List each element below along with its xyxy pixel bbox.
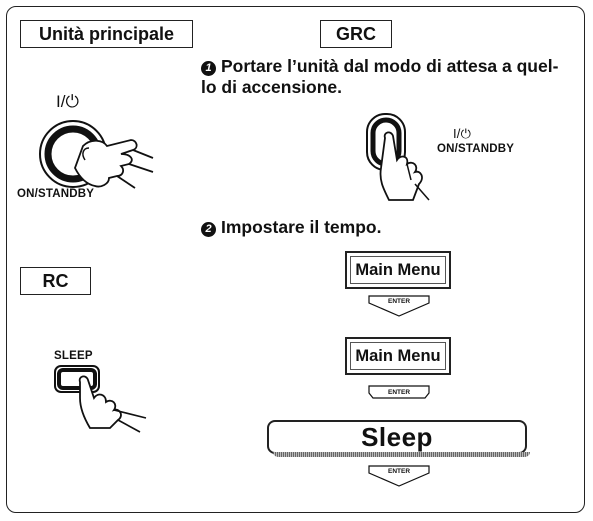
header-main-unit: Unità principale (20, 20, 193, 48)
enter-arrow-icon-2: ENTER (368, 385, 430, 399)
grc-button-hand-icon (366, 113, 430, 201)
step-1-text-line1: Portare l’unità dal modo di attesa a que… (221, 56, 559, 76)
step-1-number: 1 (201, 61, 216, 76)
display-sleep-shadow (273, 452, 530, 457)
step-2: 2 Impostare il tempo. (201, 217, 501, 238)
step-1: 1 Portare l’unità dal modo di attesa a qu… (201, 56, 591, 98)
display-main-menu-2: Main Menu (345, 337, 451, 375)
step-2-number: 2 (201, 222, 216, 237)
instruction-frame (6, 6, 585, 513)
on-standby-label-grc: ON/STANDBY (437, 143, 515, 155)
power-button-hand-icon (39, 120, 154, 189)
header-grc: GRC (320, 20, 392, 48)
enter-label-3: ENTER (388, 468, 410, 475)
display-sleep-text: Sleep (361, 421, 433, 452)
display-main-menu-2-text: Main Menu (350, 342, 446, 370)
header-rc: RC (20, 267, 91, 295)
power-symbol-label: I/⏻ (56, 92, 79, 111)
enter-arrow-icon-3: ENTER (368, 465, 430, 487)
step-2-text: Impostare il tempo. (221, 217, 382, 237)
sleep-button-hand-icon (54, 365, 147, 433)
on-standby-label-main: ON/STANDBY (17, 188, 95, 200)
enter-label-1: ENTER (388, 298, 410, 305)
display-main-menu-1-text: Main Menu (350, 256, 446, 284)
display-sleep: Sleep (267, 420, 530, 457)
power-symbol-label-grc: I/⏻ (453, 126, 472, 141)
sleep-button-label: SLEEP (54, 350, 93, 362)
enter-arrow-icon-1: ENTER (368, 295, 430, 317)
enter-label-2: ENTER (388, 389, 410, 396)
step-1-text-line2: lo di accensione. (201, 77, 343, 97)
display-main-menu-1: Main Menu (345, 251, 451, 289)
